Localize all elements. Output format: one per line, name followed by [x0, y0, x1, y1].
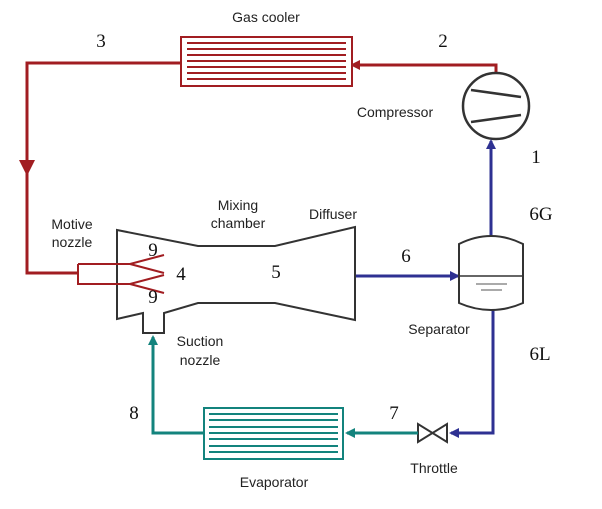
state-1: 1: [531, 147, 541, 168]
evaporator: [203, 407, 344, 460]
gas-cooler: [180, 36, 353, 87]
ejector: [77, 225, 356, 334]
evaporator-lines: [148, 335, 418, 438]
state-7: 7: [389, 403, 399, 424]
separator-label: Separator: [408, 321, 470, 337]
state-5: 5: [271, 262, 281, 283]
line-separator-to-throttle: [449, 305, 495, 438]
motive-nozzle-label-line2: nozzle: [52, 234, 93, 250]
mixing-chamber-label-line2: chamber: [211, 215, 266, 231]
suction-nozzle-label-line1: Suction: [177, 333, 224, 349]
ejector-body: [116, 225, 356, 334]
flow-arrow-down: [19, 160, 35, 176]
motive-nozzle-label-line1: Motive: [51, 216, 92, 232]
gas-cooler-label: Gas cooler: [232, 9, 300, 25]
state-6: 6: [401, 246, 411, 267]
state-6l: 6L: [529, 344, 550, 365]
state-6g: 6G: [529, 204, 553, 225]
mixing-chamber-label-line1: Mixing: [218, 197, 258, 213]
state-2: 2: [438, 31, 448, 52]
evaporator-label: Evaporator: [240, 474, 309, 490]
state-9-lower: 9: [148, 287, 158, 308]
line-evaporator-to-suction-nozzle: [148, 335, 204, 435]
separator: [458, 235, 524, 311]
state-4: 4: [176, 264, 186, 285]
throttle-label: Throttle: [410, 460, 458, 476]
throttle-valve: [417, 422, 448, 444]
diffuser-label: Diffuser: [309, 206, 357, 222]
state-9-upper: 9: [148, 240, 158, 261]
suction-nozzle-label-line2: nozzle: [180, 352, 221, 368]
motive-nozzle: [77, 254, 165, 294]
compressor: [461, 71, 531, 141]
low-pressure-lines: [355, 139, 496, 438]
state-3: 3: [96, 31, 106, 52]
compressor-label: Compressor: [357, 104, 434, 120]
state-8: 8: [129, 403, 139, 424]
